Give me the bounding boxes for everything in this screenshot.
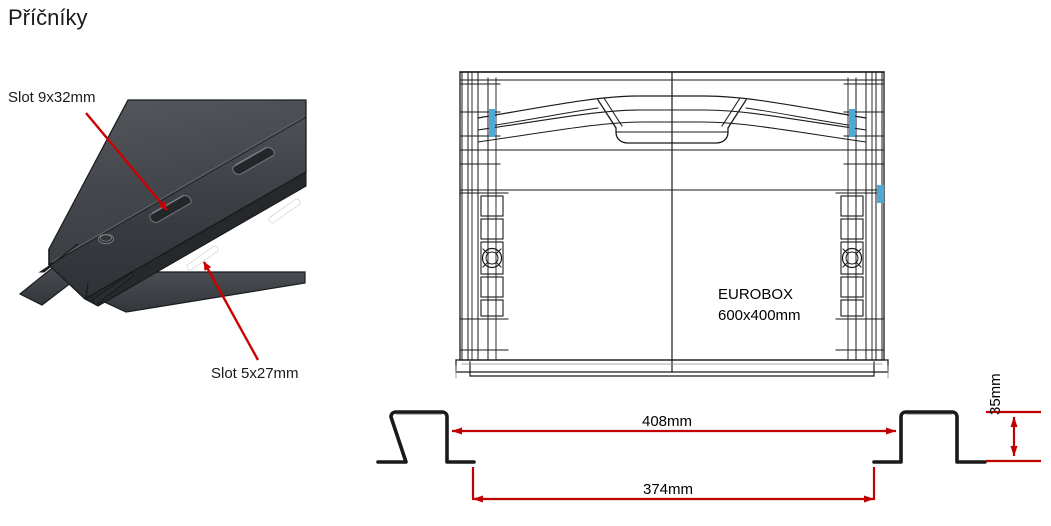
rail-top-rib <box>82 116 307 247</box>
callout-arrow-slot-front <box>202 261 260 361</box>
dimension-label-374: 374mm <box>643 481 694 498</box>
eurobox-handle-edge-l <box>603 97 623 127</box>
eurobox-handle-edge-r <box>721 97 741 127</box>
eurobox-label: EUROBOX 600x400mm <box>718 284 801 326</box>
eurobox-l-cell-5 <box>480 299 504 317</box>
slot-top-2-highlight <box>234 146 268 166</box>
eurobox-r-cell-5 <box>840 299 864 317</box>
rail-front-lip <box>83 171 307 307</box>
eurobox-arch-inner <box>477 109 867 131</box>
eurobox-r-cell-1 <box>840 195 864 217</box>
rail-plate-helper5 <box>49 103 305 264</box>
rail-round-hole <box>97 233 115 245</box>
rail-top-face-helper <box>44 120 305 269</box>
callout-label-slot-front: Slot 5x27mm <box>211 365 299 382</box>
rail-plate-helper <box>50 106 305 264</box>
highlight-right-upper <box>849 109 855 137</box>
rail-end-cap <box>38 263 53 273</box>
eurobox-rib-diag-l <box>489 107 599 127</box>
eurobox-outline <box>459 71 885 361</box>
rail-inner-bottom-edge <box>91 271 134 306</box>
eurobox-arch-inner2 <box>477 121 867 143</box>
eurobox-l-ring-spokes <box>482 248 502 268</box>
rail-top-face <box>48 99 307 266</box>
rail-3d-group <box>18 99 307 313</box>
eurobox-r-ring-spokes <box>842 248 862 268</box>
eurobox-r-cell-2 <box>840 218 864 240</box>
profile-right-hat <box>872 410 987 464</box>
eurobox-right-column <box>835 71 885 361</box>
rail-left-flange <box>18 264 81 306</box>
eurobox-label-line2: 600x400mm <box>718 307 801 324</box>
rail-left-web <box>43 237 89 273</box>
callout-arrows <box>85 112 260 361</box>
eurobox-r-ring <box>841 247 863 269</box>
eurobox-blue-highlights <box>489 109 884 203</box>
eurobox-l-cell-3 <box>480 241 504 275</box>
eurobox-label-line1: EUROBOX <box>718 286 794 303</box>
eurobox-base-foot <box>469 361 875 377</box>
rail-plate-helper4 <box>50 112 305 265</box>
dimension-35 <box>986 410 1041 463</box>
dimension-label-408: 408mm <box>642 413 693 430</box>
profile-left-hat <box>376 410 476 464</box>
eurobox-left-column <box>459 71 509 361</box>
eurobox-l-cell-4 <box>480 276 504 298</box>
rail-front-face <box>48 116 307 300</box>
rail-back-flange <box>98 271 306 313</box>
eurobox-elevation <box>455 71 889 379</box>
page-title: Příčníky <box>8 5 88 30</box>
eurobox-r-ring-inner <box>845 251 859 265</box>
callout-arrow-slot-top <box>85 112 168 211</box>
eurobox-rib-diag-r <box>745 107 855 127</box>
rail-top-face-helper2 <box>47 122 305 262</box>
rail-end-edge-front <box>85 282 89 300</box>
round-hole-inner <box>100 234 112 242</box>
eurobox-base-rim <box>455 359 889 373</box>
eurobox-r-cell-4 <box>840 276 864 298</box>
eurobox-l-cell-1 <box>480 195 504 217</box>
rail-end-edge-bottom <box>41 243 79 273</box>
slot-front-1 <box>186 245 219 271</box>
eurobox-l-ring-inner <box>485 251 499 265</box>
eurobox-arch-outer <box>477 95 867 119</box>
rail-bend-highlight <box>51 116 305 263</box>
rail-front-slots <box>186 198 301 271</box>
highlight-right-mid <box>877 185 884 203</box>
rail-front-helper <box>49 117 306 298</box>
eurobox-l-cell-2 <box>480 218 504 240</box>
rail-bend-highlight-2 <box>55 115 305 260</box>
rail-top-slots <box>149 146 275 223</box>
callout-label-slot-top: Slot 9x32mm <box>8 89 96 106</box>
highlight-left-upper <box>489 109 495 137</box>
slot-top-2 <box>232 147 275 175</box>
dimension-label-35: 35mm <box>987 373 1004 415</box>
rail-inner-cavity <box>51 237 134 301</box>
eurobox-r-cell-3 <box>840 241 864 275</box>
slot-top-1-highlight <box>151 194 185 214</box>
slot-top-1 <box>149 195 192 223</box>
eurobox-handle-pocket <box>597 99 747 144</box>
rail-plate-helper3 <box>50 114 306 265</box>
round-hole <box>97 233 115 245</box>
eurobox-l-ring <box>481 247 503 269</box>
slot-front-2 <box>268 198 301 224</box>
